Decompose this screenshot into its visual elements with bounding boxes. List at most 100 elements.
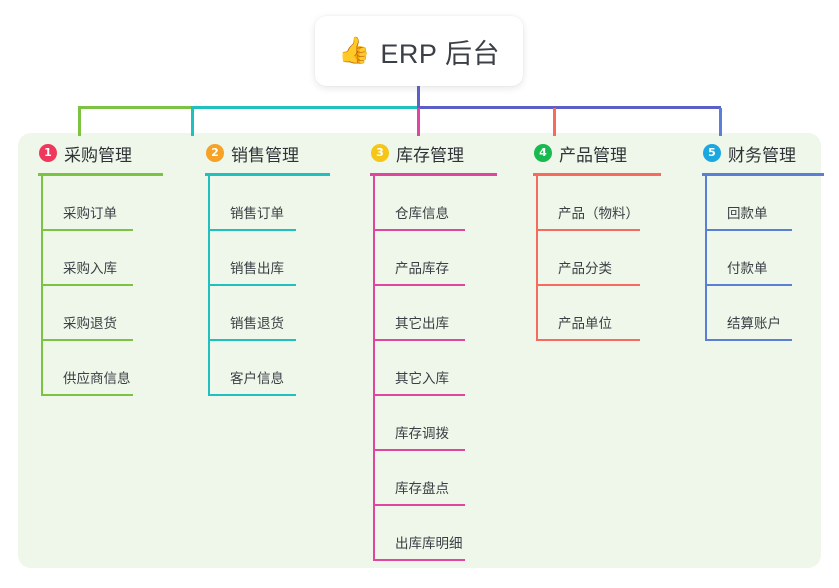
menu-item-label: 采购入库 xyxy=(63,261,117,276)
menu-item-rule xyxy=(41,284,133,286)
menu-item-label: 结算账户 xyxy=(727,316,781,331)
branch-items-1: 采购订单采购入库采购退货供应商信息 xyxy=(41,176,178,396)
connector-root-stem xyxy=(417,86,420,108)
menu-item-rule xyxy=(536,229,640,231)
menu-item-rule xyxy=(705,284,792,286)
menu-item[interactable]: 库存盘点 xyxy=(373,451,510,506)
menu-item[interactable]: 产品（物料） xyxy=(536,176,683,231)
branch-items-3: 仓库信息产品库存其它出库其它入库库存调拨库存盘点出库库明细 xyxy=(373,176,510,561)
menu-item[interactable]: 其它入库 xyxy=(373,341,510,396)
menu-item[interactable]: 采购入库 xyxy=(41,231,178,286)
branch-column-2: 2 销售管理销售订单销售出库销售退货客户信息 xyxy=(185,133,345,396)
menu-item-label: 产品单位 xyxy=(558,316,612,331)
menu-item[interactable]: 库存调拨 xyxy=(373,396,510,451)
menu-item[interactable]: 回款单 xyxy=(705,176,822,231)
root-title: ERP 后台 xyxy=(380,38,500,69)
menu-item-rule xyxy=(208,394,296,396)
menu-item[interactable]: 其它出库 xyxy=(373,286,510,341)
menu-item-label: 库存调拨 xyxy=(395,426,449,441)
menu-item-label: 采购退货 xyxy=(63,316,117,331)
branch-title-5: 财务管理 xyxy=(728,145,796,165)
branch-rule-2 xyxy=(205,173,330,176)
menu-item-label: 产品库存 xyxy=(395,261,449,276)
menu-item-rule xyxy=(373,339,465,341)
connector-bus-segment-1 xyxy=(78,106,192,109)
menu-item[interactable]: 付款单 xyxy=(705,231,822,286)
branch-rule-3 xyxy=(370,173,497,176)
connector-drop-5 xyxy=(719,108,722,136)
menu-item-rule xyxy=(536,339,640,341)
menu-item-label: 产品（物料） xyxy=(558,206,639,221)
branch-header-2[interactable]: 2 销售管理 xyxy=(185,133,345,173)
menu-item[interactable]: 客户信息 xyxy=(208,341,345,396)
branch-items-2: 销售订单销售出库销售退货客户信息 xyxy=(208,176,345,396)
menu-item[interactable]: 供应商信息 xyxy=(41,341,178,396)
branch-rule-1 xyxy=(38,173,163,176)
root-node[interactable]: 👍 ERP 后台 xyxy=(315,16,523,86)
menu-item-rule xyxy=(373,229,465,231)
branch-title-4: 产品管理 xyxy=(559,145,627,165)
menu-item-label: 出库库明细 xyxy=(395,536,463,551)
menu-item-label: 其它入库 xyxy=(395,371,449,386)
menu-item[interactable]: 出库库明细 xyxy=(373,506,510,561)
menu-item-label: 库存盘点 xyxy=(395,481,449,496)
menu-item[interactable]: 销售订单 xyxy=(208,176,345,231)
menu-item[interactable]: 销售出库 xyxy=(208,231,345,286)
menu-item-label: 客户信息 xyxy=(230,371,284,386)
branch-spine-5 xyxy=(705,176,707,339)
menu-item-label: 采购订单 xyxy=(63,206,117,221)
menu-item-rule xyxy=(41,394,133,396)
menu-item-label: 回款单 xyxy=(727,206,768,221)
menu-item-label: 销售退货 xyxy=(230,316,284,331)
connector-drop-1 xyxy=(78,108,81,136)
connector-bus-segment-2 xyxy=(191,106,418,109)
menu-item-rule xyxy=(705,339,792,341)
menu-item-rule xyxy=(208,229,296,231)
branch-rule-4 xyxy=(533,173,661,176)
branch-title-3: 库存管理 xyxy=(396,145,464,165)
menu-item[interactable]: 销售退货 xyxy=(208,286,345,341)
menu-item-rule xyxy=(373,284,465,286)
thumbs-up-icon: 👍 xyxy=(338,36,371,66)
menu-item-rule xyxy=(208,339,296,341)
menu-item-rule xyxy=(41,339,133,341)
menu-item[interactable]: 产品单位 xyxy=(536,286,683,341)
branch-items-5: 回款单付款单结算账户 xyxy=(705,176,822,341)
menu-item-rule xyxy=(41,229,133,231)
menu-item-label: 销售订单 xyxy=(230,206,284,221)
branch-spine-4 xyxy=(536,176,538,339)
branch-badge-2: 2 xyxy=(206,144,224,162)
branch-column-4: 4 产品管理产品（物料） 产品分类产品单位 xyxy=(513,133,683,341)
menu-item-label: 其它出库 xyxy=(395,316,449,331)
menu-item-rule xyxy=(208,284,296,286)
menu-item[interactable]: 采购订单 xyxy=(41,176,178,231)
menu-item[interactable]: 结算账户 xyxy=(705,286,822,341)
menu-item-label: 产品分类 xyxy=(558,261,612,276)
menu-item[interactable]: 产品库存 xyxy=(373,231,510,286)
connector-bus-segment-3 xyxy=(417,106,721,109)
menu-item-rule xyxy=(373,559,465,561)
branch-spine-3 xyxy=(373,176,375,559)
menu-item-label: 付款单 xyxy=(727,261,768,276)
menu-item[interactable]: 仓库信息 xyxy=(373,176,510,231)
menu-item-rule xyxy=(705,229,792,231)
branch-rule-5 xyxy=(702,173,824,176)
branch-header-4[interactable]: 4 产品管理 xyxy=(513,133,683,173)
branches-panel xyxy=(18,133,821,568)
menu-item-label: 销售出库 xyxy=(230,261,284,276)
menu-item-rule xyxy=(536,284,640,286)
branch-badge-4: 4 xyxy=(534,144,552,162)
connector-drop-3 xyxy=(417,108,420,136)
menu-item-rule xyxy=(373,394,465,396)
branch-items-4: 产品（物料） 产品分类产品单位 xyxy=(536,176,683,341)
branch-title-2: 销售管理 xyxy=(231,145,299,165)
branch-badge-1: 1 xyxy=(39,144,57,162)
menu-item[interactable]: 产品分类 xyxy=(536,231,683,286)
menu-item[interactable]: 采购退货 xyxy=(41,286,178,341)
